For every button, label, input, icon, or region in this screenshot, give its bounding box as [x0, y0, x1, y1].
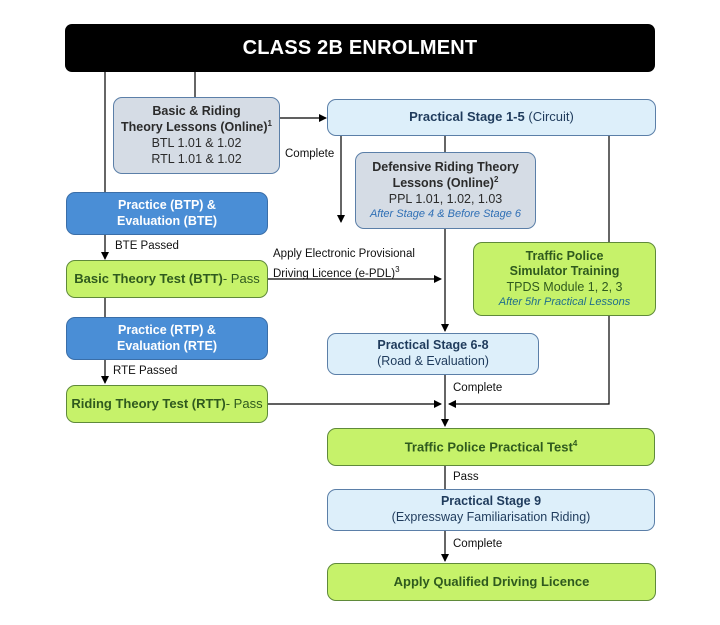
page-title: CLASS 2B ENROLMENT [65, 24, 655, 72]
edge-label-line: Driving Licence (e-PDL)3 [273, 262, 415, 282]
arrow-simulator-to-junction [448, 316, 610, 408]
edge-label-text: Driving Licence (e-PDL) [273, 267, 396, 280]
node-line-normal: - Pass [222, 270, 260, 286]
node-note: After Stage 4 & Before Stage 6 [369, 207, 522, 220]
node-line: Evaluation (BTE) [116, 213, 217, 228]
node-line: Evaluation (RTE) [116, 338, 217, 353]
node-practical-stage-1-5: Practical Stage 1-5 (Circuit) [327, 99, 656, 136]
edge-label-line: Apply Electronic Provisional [273, 248, 415, 260]
edge-label-pass: Pass [453, 471, 479, 483]
node-line: Basic Theory Test (BTT)- Pass [74, 271, 259, 287]
edge-label-epdl: Apply Electronic Provisional Driving Lic… [273, 246, 415, 282]
node-line: PPL 1.01, 1.02, 1.03 [388, 192, 503, 207]
node-line-bold: Basic Theory Test (BTT) [74, 270, 223, 286]
node-line: Lessons (Online)2 [393, 175, 499, 192]
node-practice-rtp: Practice (RTP) & Evaluation (RTE) [66, 317, 268, 360]
node-line: Practical Stage 9 [440, 494, 542, 509]
node-line-normal: - Pass [225, 395, 263, 411]
node-line: TPDS Module 1, 2, 3 [506, 279, 623, 294]
node-line-text: Theory Lessons (Online) [120, 120, 268, 135]
node-line: Practical Stage 1-5 (Circuit) [409, 109, 574, 125]
node-line: Traffic Police [525, 248, 604, 263]
node-practical-stage-9: Practical Stage 9 (Expressway Familiaris… [327, 489, 655, 531]
node-line: Practical Stage 6-8 [377, 338, 489, 353]
footnote-marker: 4 [572, 438, 578, 448]
node-line: RTL 1.01 & 1.02 [151, 151, 242, 166]
node-line: (Expressway Familiarisation Riding) [391, 510, 591, 524]
node-line: Riding Theory Test (RTT)- Pass [71, 396, 262, 412]
node-qualified-licence: Apply Qualified Driving Licence [327, 563, 656, 601]
node-defensive-riding-theory: Defensive Riding Theory Lessons (Online)… [355, 152, 536, 229]
node-line: Practice (BTP) & [118, 197, 216, 212]
edge-label-complete: Complete [285, 148, 335, 160]
node-basic-riding-theory: Basic & Riding Theory Lessons (Online)1 … [113, 97, 280, 174]
node-line: BTL 1.01 & 1.02 [151, 136, 242, 151]
node-line: Defensive Riding Theory [372, 159, 519, 174]
edge-label-complete: Complete [453, 538, 503, 550]
node-note: After 5hr Practical Lessons [498, 295, 631, 308]
node-line-bold: Practical Stage 1-5 [409, 109, 525, 125]
node-practical-stage-6-8: Practical Stage 6-8 (Road & Evaluation) [327, 333, 539, 375]
node-line-bold: Riding Theory Test (RTT) [71, 395, 226, 411]
footnote-marker: 3 [395, 265, 400, 274]
node-line: Theory Lessons (Online)1 [121, 119, 272, 136]
node-simulator-training: Traffic Police Simulator Training TPDS M… [473, 242, 656, 316]
edge-label-complete: Complete [453, 382, 503, 394]
title-text: CLASS 2B ENROLMENT [242, 36, 478, 59]
footnote-marker: 2 [493, 175, 499, 185]
edge-label-bte-passed: BTE Passed [115, 240, 179, 252]
node-tp-practical-test: Traffic Police Practical Test4 [327, 428, 655, 466]
node-line: (Road & Evaluation) [377, 354, 489, 368]
node-line-text: Traffic Police Practical Test [404, 439, 573, 455]
edge-label-rte-passed: RTE Passed [113, 365, 178, 377]
node-line: Traffic Police Practical Test4 [405, 439, 578, 456]
footnote-marker: 1 [267, 119, 272, 129]
node-line: Basic & Riding [152, 103, 241, 118]
node-riding-theory-test: Riding Theory Test (RTT)- Pass [66, 385, 268, 423]
node-basic-theory-test: Basic Theory Test (BTT)- Pass [66, 260, 268, 298]
node-line-text: Lessons (Online) [392, 176, 494, 191]
node-line: Apply Qualified Driving Licence [393, 573, 590, 589]
node-line-normal: (Circuit) [524, 109, 574, 125]
node-line: Practice (RTP) & [118, 322, 216, 337]
node-practice-btp: Practice (BTP) & Evaluation (BTE) [66, 192, 268, 235]
node-line: Simulator Training [509, 264, 620, 279]
